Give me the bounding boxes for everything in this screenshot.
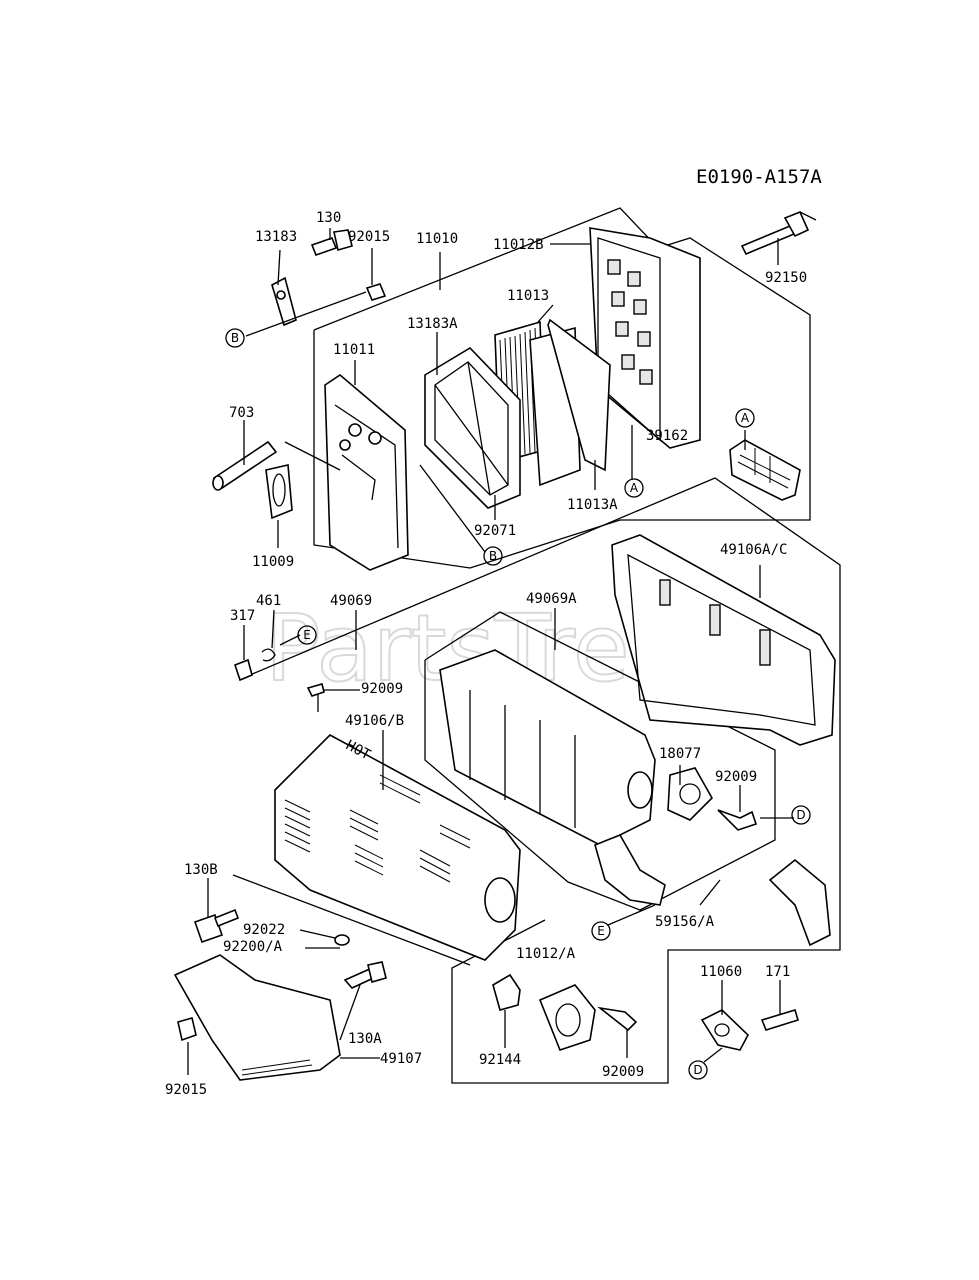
callout-e-top: E <box>303 628 311 642</box>
label-92200A: 92200/A <box>223 939 283 955</box>
label-130: 130 <box>316 210 341 226</box>
callout-a-bottom: A <box>630 481 639 495</box>
ring-461[interactable] <box>261 648 276 662</box>
label-461: 461 <box>256 593 281 609</box>
bolt-92009-bottom[interactable] <box>597 1006 638 1032</box>
callout-e-bottom: E <box>597 924 605 938</box>
label-11013A: 11013A <box>567 497 618 513</box>
bolt-130A[interactable] <box>343 961 387 989</box>
bolt-92009-right[interactable] <box>717 809 758 831</box>
nut-317[interactable] <box>233 658 253 682</box>
label-11060: 11060 <box>700 964 742 980</box>
callout-d-right: D <box>796 808 805 822</box>
label-11010: 11010 <box>416 231 458 247</box>
callout-d-right-circle <box>791 805 811 825</box>
leader-lines-upper <box>243 228 779 553</box>
label-49069A: 49069A <box>526 591 577 607</box>
muffler-guard[interactable]: HOT <box>274 734 521 961</box>
air-cleaner-cover[interactable] <box>589 227 701 449</box>
label-49106AC: 49106A/C <box>720 542 787 558</box>
label-13183: 13183 <box>255 229 297 245</box>
bolt-130[interactable] <box>310 229 353 257</box>
callout-e-bottom-circle <box>591 921 611 941</box>
label-703: 703 <box>229 405 254 421</box>
callout-b-mid-circle <box>483 546 503 566</box>
lower-guard[interactable] <box>173 954 341 1081</box>
muffler-body[interactable] <box>439 649 666 906</box>
label-59156A: 59156/A <box>655 914 715 930</box>
callout-a-bottom-circle <box>624 478 644 498</box>
clamp-bracket[interactable] <box>271 276 297 327</box>
clamp-92144[interactable] <box>492 973 521 1011</box>
muffler-group-outline <box>249 477 841 1084</box>
air-cleaner-base[interactable] <box>324 374 409 571</box>
bolt-92009-top[interactable] <box>306 683 325 712</box>
flange-11012A[interactable] <box>538 984 596 1051</box>
label-49106B: 49106/B <box>345 713 404 729</box>
breather-pipe[interactable] <box>212 440 278 491</box>
callout-b-mid: B <box>489 549 497 563</box>
part-labels: 13183 130 92015 11010 11012B 11013 92150… <box>165 210 807 1098</box>
nut-92015-bottom[interactable] <box>177 1017 197 1042</box>
label-11009: 11009 <box>252 554 294 570</box>
label-171: 171 <box>765 964 790 980</box>
label-92071: 92071 <box>474 523 516 539</box>
bracket-39162[interactable] <box>729 439 801 501</box>
stud-bolt-92150[interactable] <box>740 210 817 256</box>
gasket-11060[interactable] <box>700 1009 749 1051</box>
small-gasket[interactable] <box>265 464 293 520</box>
label-11013: 11013 <box>507 288 549 304</box>
label-11012A: 11012/A <box>516 946 576 962</box>
label-11011: 11011 <box>333 342 375 358</box>
exhaust-elbow[interactable] <box>768 858 831 947</box>
nut-92015-top[interactable] <box>365 283 387 301</box>
label-130A: 130A <box>348 1031 382 1047</box>
label-49069: 49069 <box>330 593 372 609</box>
label-92015-bottom: 92015 <box>165 1082 207 1098</box>
callout-e-top-circle <box>297 625 317 645</box>
label-13183A: 13183A <box>407 316 458 332</box>
label-92022: 92022 <box>243 922 285 938</box>
label-11012B: 11012B <box>493 237 544 253</box>
callout-b-left: B <box>231 331 239 345</box>
bolt-130B[interactable] <box>193 908 240 944</box>
heat-shield-cover[interactable] <box>611 534 836 746</box>
diagram-code: E0190-A157A <box>696 166 822 188</box>
label-317: 317 <box>230 608 255 624</box>
label-92009-bottom: 92009 <box>602 1064 644 1080</box>
washer-92022[interactable] <box>334 934 350 946</box>
label-92015-top: 92015 <box>348 229 390 245</box>
callout-d-bottom: D <box>693 1063 702 1077</box>
label-130B: 130B <box>184 862 218 878</box>
label-92150: 92150 <box>765 270 807 286</box>
callout-a-top: A <box>741 411 750 425</box>
label-49107: 49107 <box>380 1051 422 1067</box>
label-18077: 18077 <box>659 746 701 762</box>
callout-a-top-circle <box>735 408 755 428</box>
label-92009-top: 92009 <box>361 681 403 697</box>
exhaust-flange[interactable] <box>667 767 713 821</box>
callout-b-left-circle <box>225 328 245 348</box>
callout-markers: A A B B E E D D <box>225 328 811 1080</box>
callout-d-bottom-circle <box>688 1060 708 1080</box>
label-92144: 92144 <box>479 1052 521 1068</box>
stud-171[interactable] <box>760 1009 799 1031</box>
leader-lines-lower <box>187 565 794 1075</box>
label-92009-right: 92009 <box>715 769 757 785</box>
label-39162: 39162 <box>646 428 688 444</box>
gasket-frame[interactable] <box>424 346 521 509</box>
